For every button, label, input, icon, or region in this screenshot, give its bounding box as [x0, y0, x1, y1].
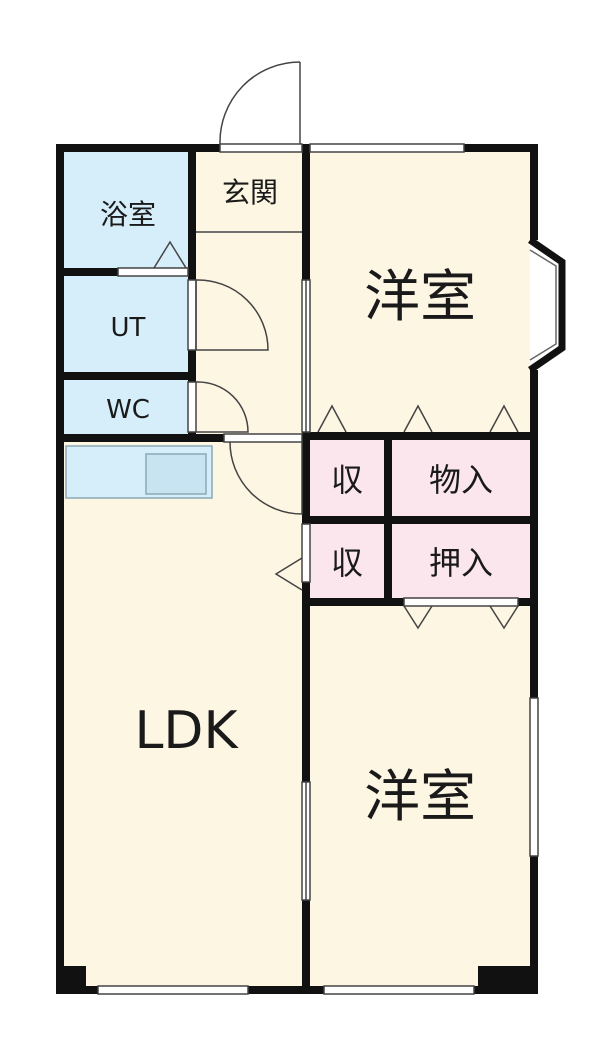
label-utility: UT [111, 313, 146, 343]
fill-storage-2 [310, 524, 384, 600]
entrance-door-opening [219, 143, 303, 153]
bath-door-mark [153, 240, 187, 269]
fill-toilet [64, 380, 192, 436]
wall-right-mid [530, 370, 538, 698]
label-storage-1: 収 [331, 461, 363, 499]
label-oshiire: 押入 [429, 544, 493, 582]
oshiire-mark-1 [403, 605, 433, 630]
wall-right-bottom [530, 856, 538, 994]
bath-door-opening [117, 267, 189, 277]
wall-ut-bottom [64, 372, 196, 380]
label-bath: 浴室 [100, 198, 156, 231]
wall-center-lower [302, 582, 310, 782]
wall-storage-divider-2 [384, 516, 392, 606]
ut-door-swing [195, 279, 269, 351]
kitchen-sink [145, 453, 207, 495]
fill-storage-1 [310, 440, 384, 516]
oshiire-mark-2 [489, 605, 519, 630]
label-closet-storage: 物入 [429, 461, 493, 499]
wall-center-upper [302, 432, 310, 516]
corner-block-left [64, 966, 86, 986]
window-bottom-left [97, 985, 249, 995]
wall-left [56, 144, 64, 994]
wall-right-top [530, 144, 538, 240]
wall-bottom-mid [248, 986, 324, 994]
storage-door-mark [274, 557, 303, 591]
wall-bottom-left [56, 986, 98, 994]
fill-western-room-1 [310, 152, 530, 434]
closet-mark-3 [489, 404, 519, 433]
window-bottom-right [323, 985, 475, 995]
wall-bath-bottom [64, 268, 118, 276]
label-storage-2: 収 [331, 544, 363, 582]
wall-storage-top [310, 432, 538, 440]
fill-utility [64, 276, 192, 374]
wc-door-swing [195, 381, 249, 433]
wall-top-left [56, 144, 220, 152]
wall-entrance-right [302, 144, 310, 280]
fill-oshiire [392, 524, 530, 600]
closet-mark-2 [403, 404, 433, 433]
wall-storage-divider-1 [384, 432, 392, 516]
fill-western-room-2 [310, 602, 530, 986]
wall-center-bottom [302, 900, 310, 994]
label-western-room-2: 洋室 [364, 765, 476, 830]
storage-door-left [301, 523, 311, 583]
wall-top-right [464, 144, 538, 152]
window-top [309, 143, 465, 153]
label-toilet: WC [106, 395, 150, 425]
label-entrance: 玄関 [222, 176, 278, 209]
fill-ldk [64, 440, 304, 986]
entrance-door-swing [219, 61, 301, 145]
bay-window [528, 237, 566, 373]
room-fills [64, 152, 530, 986]
room-labels: 浴室 玄関 洋室 UT WC 収 物入 収 押入 LDK 洋室 [100, 176, 493, 830]
ut-door-opening [187, 279, 197, 351]
wc-door-opening [187, 381, 197, 433]
wall-bottom-right [474, 986, 538, 994]
ldk-door-opening [223, 433, 303, 443]
fill-closet-storage [392, 440, 530, 516]
label-western-room-1: 洋室 [364, 265, 476, 330]
bay-window-inner [529, 249, 557, 361]
wall-storage-mid [302, 516, 538, 524]
fixtures [97, 61, 566, 995]
corner-block-right [478, 966, 530, 986]
window-right-lower [529, 697, 539, 857]
label-ldk: LDK [134, 701, 239, 761]
closet-mark-1 [317, 404, 347, 433]
fill-bath [64, 152, 192, 270]
wall-wc-bottom [64, 434, 224, 442]
ldk-door-swing [229, 441, 303, 515]
oshiire-door-opening [403, 597, 519, 607]
